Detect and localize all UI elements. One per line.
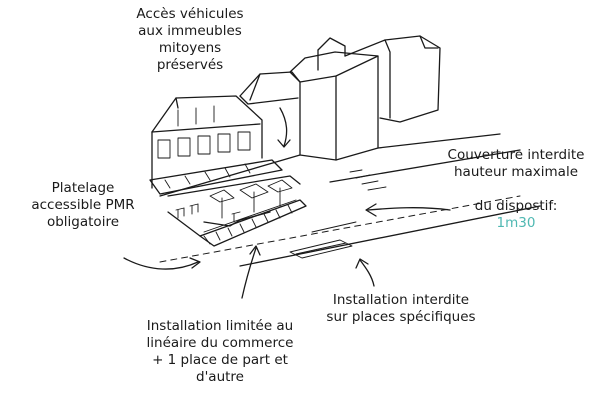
max-height-value: 1m30	[496, 215, 536, 231]
roof-forbidden-text: Couverture interdite hauteur maximale	[447, 147, 585, 180]
roof-forbidden-label: Couverture interdite hauteur maximale du…	[436, 130, 596, 232]
installation-limited-label: Installation limitée au linéaire du comm…	[146, 318, 294, 385]
background-buildings	[317, 35, 441, 123]
vehicle-access-label: Accès véhicules aux immeubles mitoyens p…	[136, 6, 244, 73]
gabled-building	[239, 71, 301, 105]
decking-label: Platelage accessible PMR obligatoire	[31, 180, 135, 230]
device-line-text: du dispostif:	[474, 198, 558, 214]
shop-building	[149, 95, 283, 195]
central-building	[289, 51, 379, 161]
installation-forbidden-label: Installation interdite sur places spécif…	[326, 292, 476, 325]
street	[159, 133, 541, 267]
terrace-deck	[167, 175, 307, 247]
annotation-arrows	[123, 107, 451, 299]
